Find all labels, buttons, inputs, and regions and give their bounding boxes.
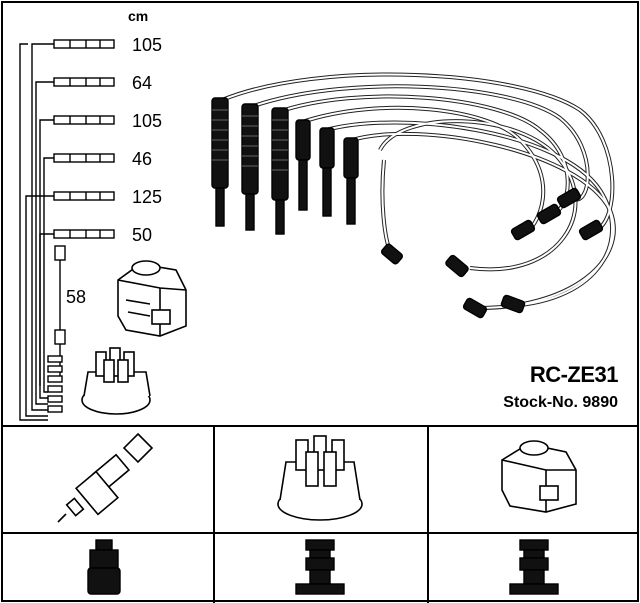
coil-end-connectors — [381, 187, 604, 319]
lead-schematic — [19, 39, 115, 421]
distributor-cap-small-icon — [81, 347, 151, 415]
coil-connector-icon — [509, 539, 559, 595]
divider-col2 — [427, 425, 429, 603]
model-number: RC-ZE31 — [529, 362, 619, 387]
length-label-5: 125 — [132, 187, 163, 207]
length-label-4: 46 — [132, 149, 153, 169]
divider-top — [1, 425, 639, 427]
spark-plug-icon — [57, 432, 154, 523]
spark-plug-connector-icon — [87, 539, 121, 595]
length-label-3: 105 — [132, 111, 163, 131]
distributor-cap-icon — [277, 435, 363, 521]
length-label-6: 50 — [132, 225, 153, 245]
coil-small-icon — [117, 260, 187, 337]
distributor-connector-icon — [295, 539, 345, 595]
unit-label: cm — [128, 8, 149, 24]
divider-middle — [1, 532, 639, 534]
stock-number: Stock-No. 9890 — [503, 394, 618, 411]
divider-col1 — [213, 425, 215, 603]
length-label-1: 105 — [132, 35, 163, 55]
length-label-2: 64 — [132, 73, 153, 93]
length-label-7: 58 — [66, 287, 87, 307]
ignition-coil-icon — [501, 440, 577, 513]
plug-boots — [211, 97, 359, 235]
